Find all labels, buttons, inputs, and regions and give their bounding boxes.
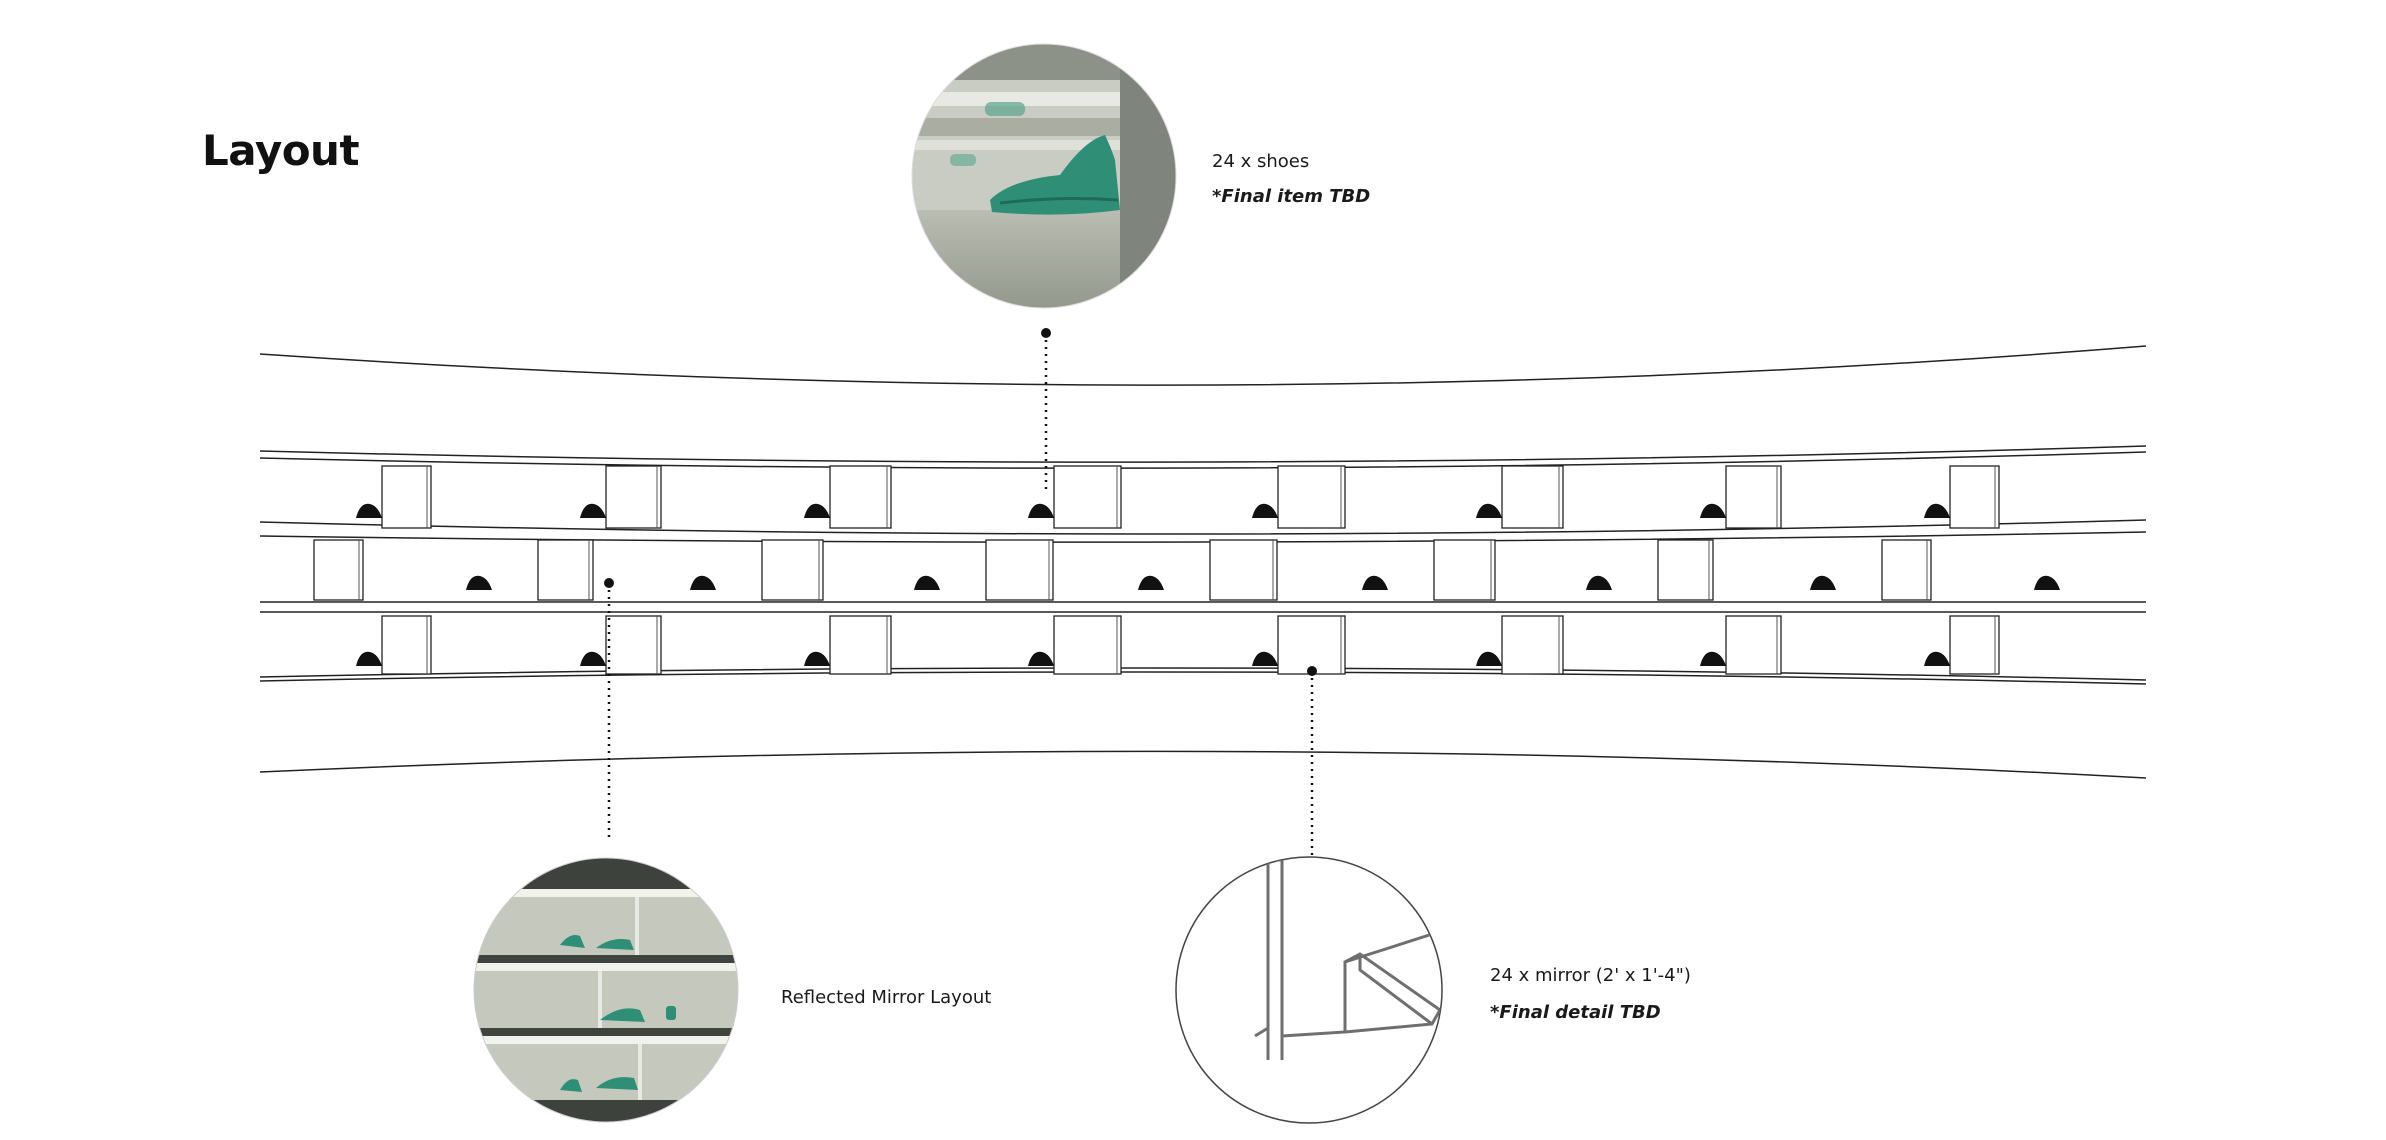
shoe-silhouette [1700, 651, 1726, 666]
shoe-silhouette [2034, 575, 2060, 590]
mirror-panel [605, 465, 662, 529]
shoe-silhouette [914, 575, 940, 590]
shoe-silhouette [1252, 503, 1278, 518]
shoe-silhouette [690, 575, 716, 590]
mirror-panel [313, 539, 364, 601]
mirror-layout-label: Reflected Mirror Layout [781, 987, 992, 1008]
shelf-rail [259, 667, 2147, 681]
mirror-panel [605, 615, 662, 675]
shoe-silhouette [1810, 575, 1836, 590]
shelf-items [313, 465, 2060, 675]
mirror-panel [1725, 615, 1782, 675]
shoe-silhouette [1476, 651, 1502, 666]
sneaker-photo [912, 44, 1176, 308]
shoe-silhouette [1028, 651, 1054, 666]
mirror-panel [1881, 539, 1932, 601]
shoes-note-label: *Final item TBD [1212, 186, 1371, 207]
mirror-panel [1053, 465, 1122, 529]
shoe-silhouette [1028, 503, 1054, 518]
shoe-silhouette [356, 651, 382, 666]
mirror-panel [1277, 615, 1346, 675]
shoe-silhouette [1700, 503, 1726, 518]
mirror-panel [1657, 539, 1714, 601]
mirror-panel [381, 465, 432, 529]
shoe-silhouette [1476, 503, 1502, 518]
mirror-panel [1053, 615, 1122, 675]
mirror-note-label: *Final detail TBD [1490, 1002, 1661, 1023]
mirror-panel [1209, 539, 1278, 601]
shoe-silhouette [1586, 575, 1612, 590]
mirror-panel [829, 615, 892, 675]
mirror-panel [381, 615, 432, 675]
shelf-rail [259, 451, 2147, 469]
mirror-panel [761, 539, 824, 601]
shoe-silhouette [1924, 503, 1950, 518]
shoe-silhouette [1138, 575, 1164, 590]
mirror-panel [829, 465, 892, 529]
mirror-panel [985, 539, 1054, 601]
mirror-panel [537, 539, 594, 601]
shoe-silhouette [356, 503, 382, 518]
mirror-bracket-detail [1175, 856, 1443, 1124]
mirror-panel [1501, 465, 1564, 529]
shelf-rail [259, 445, 2147, 463]
shoe-silhouette [580, 651, 606, 666]
mirror-panel [1949, 465, 2000, 529]
mirror-panel [1949, 615, 2000, 675]
mirror-quantity-label: 24 x mirror (2' x 1'-4") [1490, 965, 1691, 986]
shoe-silhouette [580, 503, 606, 518]
reflected-shelf-photo [474, 858, 738, 1122]
mirror-panel [1725, 465, 1782, 529]
shelf-rail [259, 519, 2147, 535]
page-title: Layout [202, 126, 360, 175]
outer-top-arc [259, 345, 2147, 386]
mirror-panel [1277, 465, 1346, 529]
shoe-silhouette [804, 651, 830, 666]
outer-bottom-arc [259, 750, 2147, 779]
shoe-silhouette [1252, 651, 1278, 666]
mirror-panel [1501, 615, 1564, 675]
shoes-quantity-label: 24 x shoes [1212, 151, 1310, 172]
shoe-silhouette [1924, 651, 1950, 666]
shoe-silhouette [804, 503, 830, 518]
shoe-silhouette [466, 575, 492, 590]
shoe-silhouette [1362, 575, 1388, 590]
mirror-panel [1433, 539, 1496, 601]
shelf-rail [259, 671, 2147, 685]
